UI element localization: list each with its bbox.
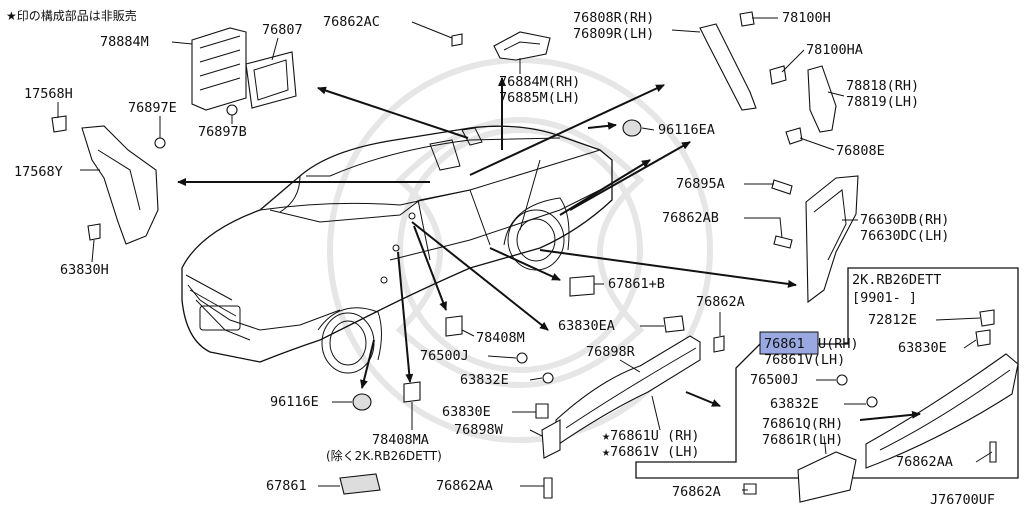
label-76862AA-left[interactable]: 76862AA xyxy=(436,478,493,494)
label-78819[interactable]: 78819(LH) xyxy=(846,94,919,110)
label-76807[interactable]: 76807 xyxy=(262,22,303,38)
leader-lines xyxy=(57,17,993,491)
label-76898R[interactable]: 76898R xyxy=(586,344,636,360)
parts-group xyxy=(51,11,859,499)
car-body-illustration xyxy=(181,125,613,374)
label-78100H[interactable]: 78100H xyxy=(782,10,831,26)
label-78818[interactable]: 78818(RH) xyxy=(846,78,919,94)
label-76500J-right[interactable]: 76500J xyxy=(750,372,799,388)
label-78100HA[interactable]: 78100HA xyxy=(806,42,863,58)
label-76897E[interactable]: 76897E xyxy=(128,100,177,116)
label-76861U-suffix[interactable]: U(RH) xyxy=(818,336,859,352)
label-78408MA[interactable]: 78408MA xyxy=(372,432,429,448)
label-17568Y[interactable]: 17568Y xyxy=(14,164,63,180)
label-76861U-star[interactable]: ★76861U (RH) xyxy=(602,428,700,444)
label-76630DB[interactable]: 76630DB(RH) xyxy=(860,212,949,228)
label-63830E-left[interactable]: 63830E xyxy=(442,404,491,420)
label-76862AC[interactable]: 76862AC xyxy=(323,14,380,30)
label-76897B[interactable]: 76897B xyxy=(198,124,247,140)
label-76861V[interactable]: 76861V(LH) xyxy=(764,352,845,368)
label-76861Q[interactable]: 76861Q(RH) xyxy=(762,416,843,432)
label-76884M[interactable]: 76884M(RH) xyxy=(499,74,580,90)
label-96116EA[interactable]: 96116EA xyxy=(658,122,715,138)
label-76862A-top[interactable]: 76862A xyxy=(696,294,745,310)
label-76885M[interactable]: 76885M(LH) xyxy=(499,90,580,106)
inset-date: [9901- ] xyxy=(852,290,917,306)
label-63830E-right[interactable]: 63830E xyxy=(898,340,947,356)
label-76862A-bottom[interactable]: 76862A xyxy=(672,484,721,500)
label-96116E[interactable]: 96116E xyxy=(270,394,319,410)
label-76630DC[interactable]: 76630DC(LH) xyxy=(860,228,949,244)
part-labels: 78884M 76807 76862AC 76884M(RH) 76885M(L… xyxy=(14,10,953,500)
label-63832E-right[interactable]: 63832E xyxy=(770,396,819,412)
label-76862AB[interactable]: 76862AB xyxy=(662,210,719,226)
label-76808E[interactable]: 76808E xyxy=(836,143,885,159)
label-76861-highlight[interactable]: 76861 xyxy=(764,336,805,352)
label-76898W[interactable]: 76898W xyxy=(454,422,504,438)
label-17568H[interactable]: 17568H xyxy=(24,86,73,102)
label-67861B[interactable]: 67861+B xyxy=(608,276,665,292)
label-76500J-left[interactable]: 76500J xyxy=(420,348,469,364)
label-76861R[interactable]: 76861R(LH) xyxy=(762,432,843,448)
label-63830H[interactable]: 63830H xyxy=(60,262,109,278)
label-76808R[interactable]: 76808R(RH) xyxy=(573,10,654,26)
label-78884M[interactable]: 78884M xyxy=(100,34,149,50)
rb26dett-inset: 2K.RB26DETT [9901- ] xyxy=(635,267,1019,503)
label-63830EA[interactable]: 63830EA xyxy=(558,318,615,334)
label-76862AA-right[interactable]: 76862AA xyxy=(896,454,953,470)
label-72812E[interactable]: 72812E xyxy=(868,312,917,328)
label-67861[interactable]: 67861 xyxy=(266,478,307,494)
label-76809R[interactable]: 76809R(LH) xyxy=(573,26,654,42)
figure-id: J76700UF xyxy=(930,492,995,508)
highlight-box xyxy=(759,331,819,355)
label-76861V-star[interactable]: ★76861V (LH) xyxy=(602,444,700,460)
label-exclude-note: (除く2K.RB26DETT) xyxy=(326,448,442,463)
header-note: ★印の構成部品は非販売 xyxy=(6,8,137,23)
label-63832E-left[interactable]: 63832E xyxy=(460,372,509,388)
callout-arrows xyxy=(177,77,797,407)
inset-title: 2K.RB26DETT xyxy=(852,272,941,288)
label-78408M[interactable]: 78408M xyxy=(476,330,525,346)
label-76895A[interactable]: 76895A xyxy=(676,176,725,192)
